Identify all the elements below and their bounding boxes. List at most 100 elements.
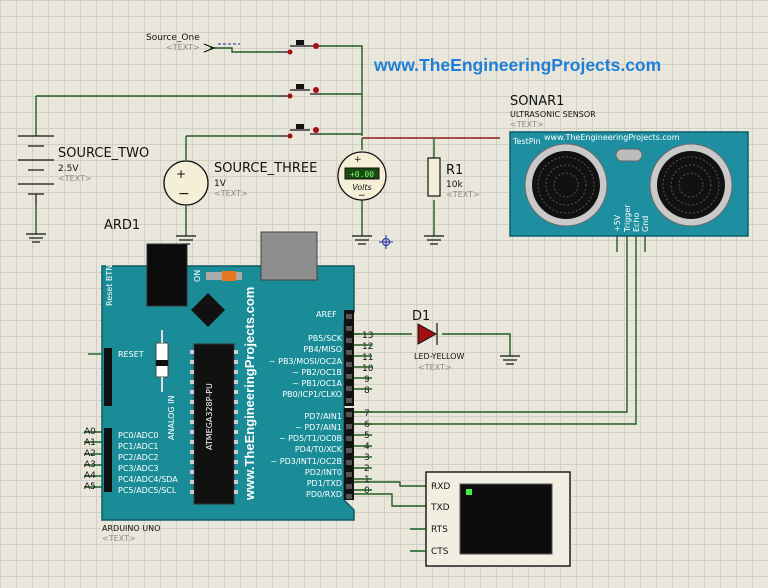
ard-tag: <TEXT> (102, 534, 136, 543)
svg-text:PC5/ADC5/SCL: PC5/ADC5/SCL (118, 486, 177, 495)
svg-text:8: 8 (364, 386, 370, 396)
svg-text:Gnd: Gnd (641, 216, 650, 232)
push-button-1[interactable] (278, 40, 320, 55)
analog-pin-names: A0 A1 A2 A3 A4 A5 (84, 427, 96, 492)
arduino-board[interactable]: Reset BTN ON RESET ANALOG IN ATMEGA328P-… (101, 231, 355, 521)
svg-text:A4: A4 (84, 471, 96, 481)
wires (35, 45, 646, 507)
virtual-terminal[interactable]: RXD TXD RTS CTS (410, 471, 571, 567)
source-three-name: SOURCE_THREE (214, 161, 317, 176)
d1-name: D1 (412, 309, 430, 324)
pin-label-5: ~ PD5/T1/OC0B (279, 434, 342, 443)
ground-5 (500, 355, 520, 365)
source-three-value: 1V (214, 179, 227, 189)
source-two[interactable]: SOURCE_TWO 2.5V <TEXT> (18, 135, 149, 206)
source-two-name: SOURCE_TWO (58, 146, 149, 161)
svg-text:−: − (178, 186, 190, 202)
sonar-tag: <TEXT> (510, 120, 544, 129)
r1-tag: <TEXT> (446, 190, 480, 199)
terminal-pin-rts: RTS (431, 525, 448, 535)
pin-label-4: PD4/T0/XCK (295, 445, 343, 454)
svg-text:11: 11 (362, 353, 373, 363)
ground-1 (26, 233, 46, 243)
sonar-pin-labels: +5V Trigger Echo Gnd (613, 204, 650, 233)
pin-label-9: ~ PB1/OC1A (292, 379, 342, 388)
pin-label-0: PD0/RXD (306, 490, 342, 499)
svg-text:3: 3 (364, 453, 370, 463)
pin-label-3: ~ PD3/INT1/OC2B (271, 457, 343, 466)
website-title: www.TheEngineeringProjects.com (373, 55, 661, 75)
terminal-pin-cts: CTS (431, 547, 449, 557)
ard-name: ARD1 (104, 218, 140, 233)
ground-2 (176, 235, 196, 245)
board-brand: www.TheEngineeringProjects.com (242, 287, 257, 501)
svg-text:4: 4 (364, 442, 370, 452)
source-one-tag: <TEXT> (166, 43, 200, 52)
pin-label-2: PD2/INT0 (305, 468, 342, 477)
svg-text:A1: A1 (84, 438, 96, 448)
svg-text:A3: A3 (84, 460, 96, 470)
voltmeter-label: Volts (352, 183, 371, 192)
voltmeter[interactable]: + +0.00 Volts − (337, 151, 387, 201)
source-two-value: 2.5V (58, 164, 79, 174)
analog-pin-labels: PC0/ADC0 PC1/ADC1 PC2/ADC2 PC3/ADC3 PC4/… (118, 431, 178, 495)
source-two-tag: <TEXT> (58, 174, 92, 183)
svg-text:Trigger: Trigger (623, 204, 632, 233)
chip-pins-left (190, 350, 194, 494)
sonar-sensor[interactable]: SONAR1 ULTRASONIC SENSOR <TEXT> www.TheE… (509, 94, 749, 237)
svg-text:+: + (176, 167, 186, 181)
chip-label: ATMEGA328P-PU (205, 383, 214, 450)
source-one-name: Source_One (146, 33, 200, 43)
d1-type: LED-YELLOW (414, 352, 464, 361)
svg-text:7: 7 (364, 409, 370, 419)
svg-text:A2: A2 (84, 449, 96, 459)
svg-text:12: 12 (362, 342, 373, 352)
reset-label: RESET (118, 350, 144, 359)
svg-text:Echo: Echo (632, 212, 641, 232)
pin-label-10: ~ PB2/OC1B (292, 368, 342, 377)
chip-pins-right (234, 350, 238, 494)
svg-text:9: 9 (364, 375, 370, 385)
digital-pin-labels: PB5/SCK PB4/MISO ~ PB3/MOSI/OC2A ~ PB2/O… (269, 334, 343, 499)
svg-text:+5V: +5V (613, 214, 622, 232)
pin-label-12: PB4/MISO (303, 345, 342, 354)
pin-label-11: ~ PB3/MOSI/OC2A (269, 357, 343, 366)
voltmeter-display: +0.00 (350, 170, 374, 179)
pin-label-13: PB5/SCK (308, 334, 343, 343)
r1-value: 10k (446, 180, 463, 190)
svg-text:−: − (358, 191, 366, 201)
resistor-r1[interactable]: R1 10k <TEXT> (427, 157, 480, 199)
svg-text:A0: A0 (84, 427, 96, 437)
digital-pin-stubs (354, 333, 372, 491)
svg-text:10: 10 (362, 364, 374, 374)
sonar-name: SONAR1 (510, 94, 564, 109)
svg-text:5: 5 (364, 431, 370, 441)
svg-text:PC1/ADC1: PC1/ADC1 (118, 442, 159, 451)
ground-4 (424, 235, 444, 245)
sonar-type: ULTRASONIC SENSOR (510, 110, 596, 119)
svg-text:2: 2 (364, 464, 370, 474)
terminal-pin-rxd: RXD (431, 482, 450, 492)
push-button-2[interactable] (278, 84, 320, 99)
ground-3 (352, 235, 372, 245)
led-d1[interactable]: D1 LED-YELLOW <TEXT> (412, 309, 464, 372)
pin-label-7: PD7/AIN1 (304, 412, 342, 421)
r1-name: R1 (446, 163, 463, 178)
digital-pin-numbers: 13 12 11 10 9 8 7 6 5 4 3 2 1 0 (362, 331, 374, 496)
svg-text:PC4/ADC4/SDA: PC4/ADC4/SDA (118, 475, 178, 484)
svg-text:13: 13 (362, 331, 373, 341)
source-one[interactable]: Source_One <TEXT> (146, 33, 240, 53)
ard-model: ARDUINO UNO (102, 524, 160, 533)
on-label: ON (193, 270, 202, 282)
pin-label-1: PD1/TXD (307, 479, 342, 488)
terminal-pin-txd: TXD (430, 503, 450, 513)
push-button-3[interactable] (278, 124, 320, 139)
svg-text:PC2/ADC2: PC2/ADC2 (118, 453, 159, 462)
svg-text:A5: A5 (84, 482, 96, 492)
source-three-tag: <TEXT> (214, 189, 248, 198)
source-three[interactable]: + − SOURCE_THREE 1V <TEXT> (163, 160, 317, 206)
pin-label-6: ~ PD7/AIN1 (295, 423, 342, 432)
svg-text:PC3/ADC3: PC3/ADC3 (118, 464, 159, 473)
reset-btn-label: Reset BTN (105, 265, 114, 306)
